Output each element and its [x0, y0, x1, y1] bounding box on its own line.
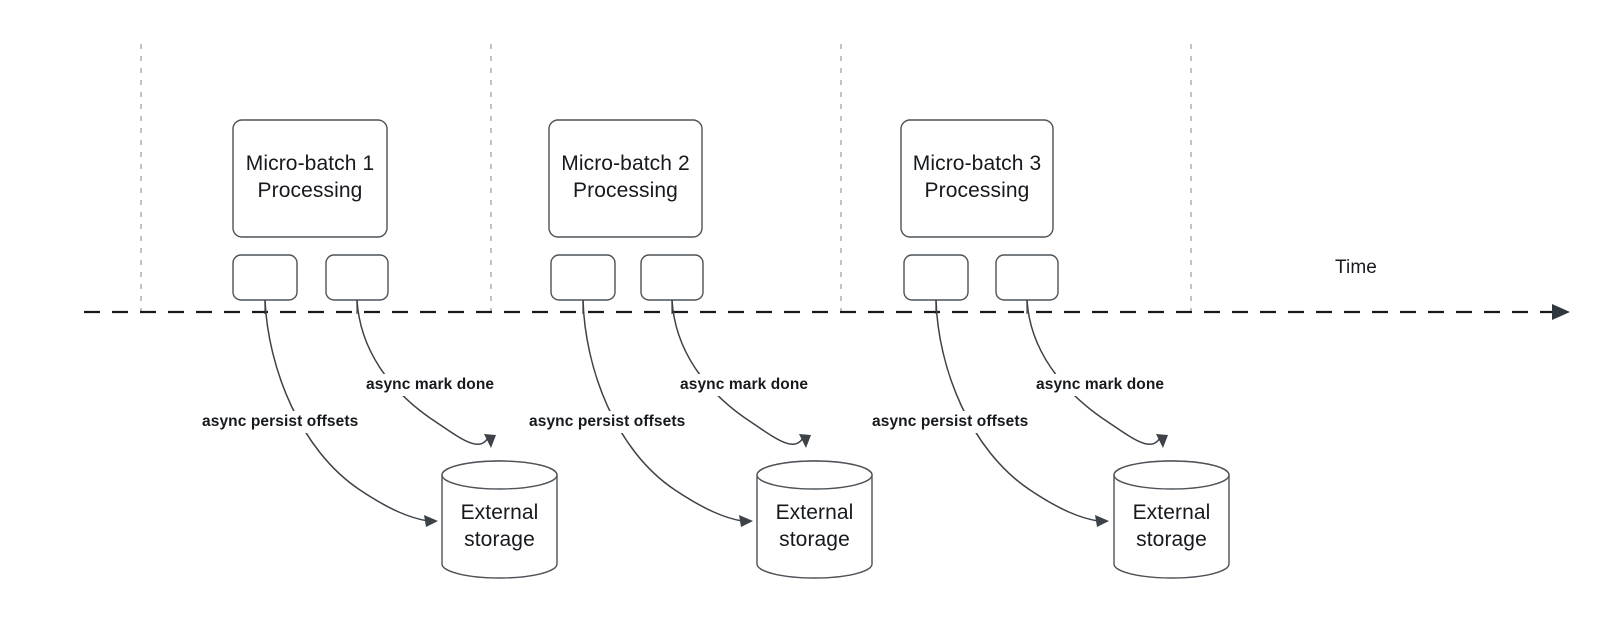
edge-persist-3-curve [935, 299, 1099, 522]
edge-mark-1-label-line-1: async mark done [366, 376, 495, 393]
edge-persist-2-arrowhead [739, 515, 753, 527]
storage-3-top [1113, 460, 1230, 490]
micro-batch-box-3[interactable] [900, 119, 1054, 238]
edge-mark-2-label-line-1: async mark done [680, 376, 809, 393]
task-box-1-2[interactable] [325, 254, 389, 301]
task-box-2-1[interactable] [550, 254, 616, 301]
storage-2-label: External storage [739, 499, 890, 554]
edge-persist-3-arrowhead [1095, 515, 1109, 527]
storage-3-label-line-1: External [1132, 501, 1211, 524]
time-axis-arrowhead [1552, 304, 1570, 320]
edge-mark-2-curve [671, 299, 805, 446]
storage-3-label: External storage [1096, 499, 1247, 554]
task-box-3-2[interactable] [995, 254, 1059, 301]
storage-2-label-line-2: storage [779, 528, 850, 552]
edge-persist-1-label: async persist offsets [199, 411, 362, 434]
micro-batch-label-1-line-1: Micro-batch 1 [245, 152, 375, 175]
edge-persist-2-label: async persist offsets [526, 411, 689, 434]
edge-mark-3-arrowhead [1156, 434, 1168, 448]
edge-mark-2-label: async mark done [677, 374, 812, 397]
storage-2-label-line-1: External [775, 501, 854, 524]
shape-group [232, 119, 1059, 314]
micro-batch-label-1: Micro-batch 1 Processing [233, 150, 387, 205]
edge-persist-1-label-line-1: async persist offsets [202, 413, 359, 430]
edge-mark-3-curve [1026, 299, 1162, 446]
task-box-1-1[interactable] [232, 254, 298, 301]
edge-mark-3-label-line-1: async mark done [1036, 376, 1165, 393]
edge-mark-1-curve [356, 299, 490, 446]
task-box-3-1[interactable] [903, 254, 969, 301]
edge-persist-2-label-line-1: async persist offsets [529, 413, 686, 430]
storage-1-top [441, 460, 558, 490]
edge-mark-1-arrowhead [484, 434, 496, 448]
edge-persist-3-label: async persist offsets [869, 411, 1032, 434]
flow-edge-group [264, 299, 1168, 527]
micro-batch-label-3: Micro-batch 3 Processing [901, 150, 1053, 205]
edge-persist-3-label-line-1: async persist offsets [872, 413, 1029, 430]
micro-batch-label-1-line-2: Processing [257, 179, 363, 203]
micro-batch-label-2-line-1: Micro-batch 2 [561, 152, 690, 175]
edge-mark-1-label: async mark done [363, 374, 498, 397]
micro-batch-box-1[interactable] [232, 119, 388, 238]
storage-3-label-line-2: storage [1136, 528, 1207, 552]
micro-batch-label-3-line-1: Micro-batch 3 [912, 152, 1042, 175]
micro-batch-label-2: Micro-batch 2 Processing [549, 150, 702, 205]
time-axis-label: Time [1335, 256, 1377, 281]
edge-mark-3-label: async mark done [1033, 374, 1168, 397]
storage-1-label-line-2: storage [464, 528, 535, 552]
edge-persist-1-curve [264, 299, 429, 522]
storage-cylinder-group [441, 460, 1230, 579]
task-box-2-2[interactable] [640, 254, 704, 301]
edge-persist-1-arrowhead [424, 515, 438, 527]
storage-1-label: External storage [424, 499, 575, 554]
time-axis-group [84, 304, 1570, 320]
micro-batch-box-2[interactable] [548, 119, 703, 238]
storage-1-label-line-1: External [460, 501, 539, 524]
storage-2-top [756, 460, 873, 490]
time-axis-label-line-1: Time [1335, 257, 1377, 278]
timeline-tick-group [140, 44, 1192, 318]
micro-batch-label-2-line-2: Processing [573, 179, 678, 203]
micro-batch-label-3-line-2: Processing [924, 179, 1030, 203]
edge-mark-2-arrowhead [799, 434, 811, 448]
edge-persist-2-curve [582, 299, 743, 522]
